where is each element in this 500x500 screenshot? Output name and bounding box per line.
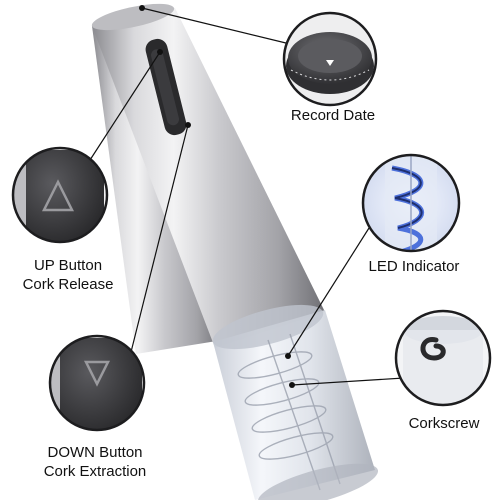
- up-button-line2: Cork Release: [22, 276, 114, 293]
- opener-body: [91, 3, 325, 354]
- triangle-up-icon: [41, 179, 75, 212]
- inset-up-button: [11, 146, 109, 244]
- leader-lines: [89, 7, 405, 386]
- up-button-label: UP Button Cork Release: [4, 256, 132, 294]
- down-button-line2: Cork Extraction: [43, 463, 147, 480]
- steel-shell: [92, 8, 325, 348]
- inset-led-indicator: [361, 153, 461, 253]
- inset-corkscrew: [394, 309, 492, 407]
- corkscrew-text: Corkscrew: [408, 415, 480, 432]
- inset-record-date: [282, 11, 378, 107]
- internal-spiral: [237, 333, 341, 491]
- corkscrew-label: Corkscrew: [398, 414, 490, 433]
- clear-housing: [212, 304, 379, 500]
- record-date-label: Record Date: [283, 106, 383, 125]
- corkscrew-icon: [420, 337, 446, 361]
- led-indicator-text: LED Indicator: [368, 258, 460, 275]
- triangle-down-icon: [83, 360, 111, 387]
- up-button-line1: UP Button: [33, 257, 103, 274]
- down-button-line1: DOWN Button: [47, 444, 143, 461]
- record-date-text: Record Date: [290, 107, 376, 124]
- led-indicator-label: LED Indicator: [358, 257, 470, 276]
- down-button-label: DOWN Button Cork Extraction: [26, 443, 164, 481]
- inset-down-button: [48, 334, 146, 432]
